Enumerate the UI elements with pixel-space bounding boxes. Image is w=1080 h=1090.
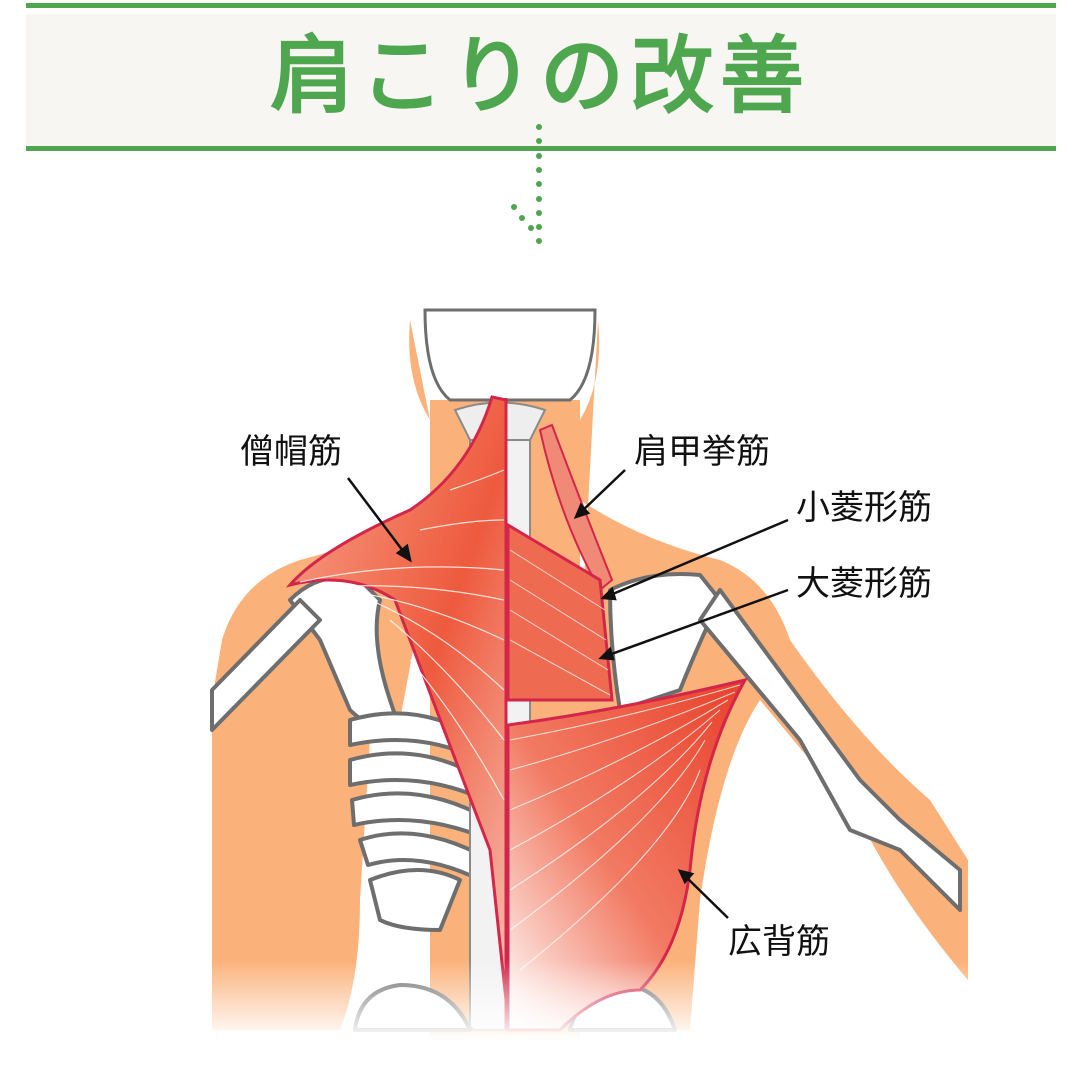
label-trapezius: 僧帽筋 [240,432,342,472]
label-levator-scapulae: 肩甲挙筋 [634,432,770,472]
header-top-rule [26,3,1056,8]
dotted-arrow-down-icon [511,124,542,244]
label-latissimus-dorsi: 広背筋 [728,922,830,962]
label-rhomboid-minor: 小菱形筋 [796,488,932,528]
levator-scapulae-muscle [538,423,614,592]
head [423,308,597,402]
header-bottom-rule [26,146,1056,151]
trapezius-muscle [285,395,508,1001]
label-rhomboid-major: 大菱形筋 [796,564,932,604]
page-title: 肩こりの改善 [269,27,810,125]
skeleton [210,572,962,1032]
